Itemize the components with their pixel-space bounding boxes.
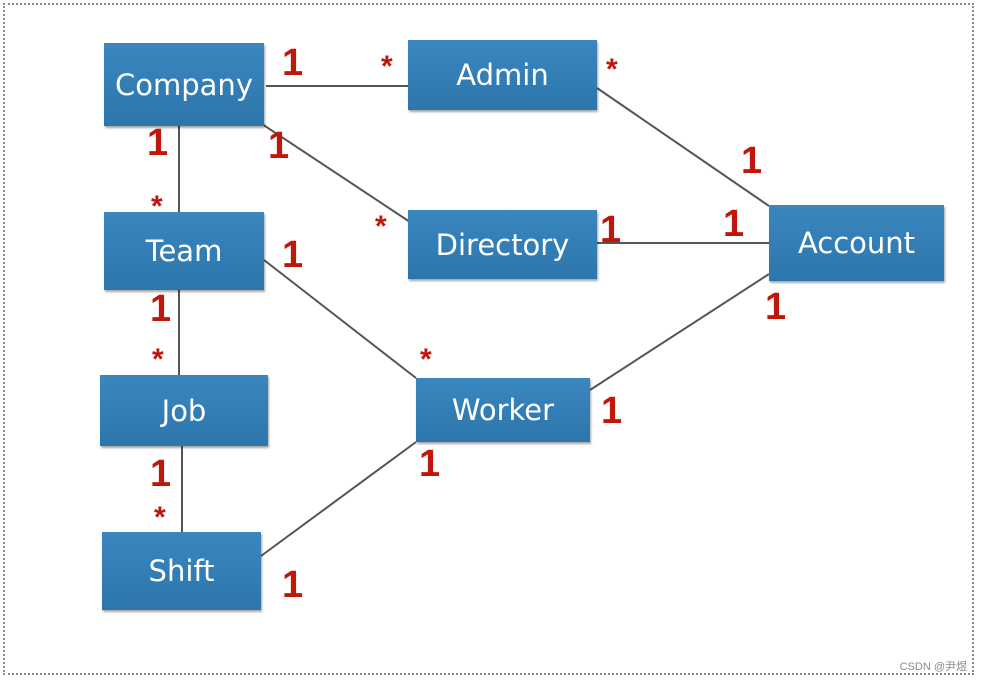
node-team: Team	[104, 212, 264, 290]
node-worker: Worker	[416, 378, 590, 442]
mult-company-team-company: 1	[147, 122, 169, 164]
mult-job-shift-job: 1	[150, 453, 172, 495]
edge-team-worker	[263, 259, 417, 379]
node-job: Job	[100, 375, 268, 446]
node-account: Account	[769, 205, 944, 281]
mult-admin-account-account: 1	[741, 140, 763, 182]
mult-directory-account-account: 1	[723, 203, 745, 245]
mult-team-worker-team: 1	[282, 234, 304, 276]
mult-team-job-job: *	[152, 343, 164, 376]
edge-admin-account	[596, 87, 770, 207]
mult-worker-account-worker: 1	[601, 390, 623, 432]
mult-directory-account-directory: 1	[600, 209, 622, 251]
node-admin: Admin	[408, 40, 597, 110]
mult-worker-account-account: 1	[765, 286, 787, 328]
node-shift: Shift	[102, 532, 261, 610]
edge-company-directory	[261, 123, 411, 223]
edge-worker-account	[589, 273, 770, 391]
watermark: CSDN @尹煜	[899, 661, 967, 673]
mult-shift-worker-worker: 1	[419, 443, 441, 485]
diagram-frame	[3, 3, 974, 675]
node-directory: Directory	[408, 210, 597, 279]
mult-company-team-team: *	[151, 190, 163, 223]
mult-team-job-team: 1	[150, 288, 172, 330]
mult-company-directory-directory: *	[375, 210, 387, 243]
mult-company-admin-admin: *	[381, 50, 393, 83]
mult-company-directory-company: 1	[268, 125, 290, 167]
mult-company-admin-company: 1	[282, 42, 304, 84]
mult-shift-worker-shift: 1	[282, 564, 304, 606]
mult-admin-account-admin: *	[606, 53, 618, 86]
mult-job-shift-shift: *	[154, 501, 166, 534]
edge-shift-worker	[260, 441, 417, 557]
mult-team-worker-worker: *	[420, 343, 432, 376]
node-company: Company	[104, 43, 264, 126]
